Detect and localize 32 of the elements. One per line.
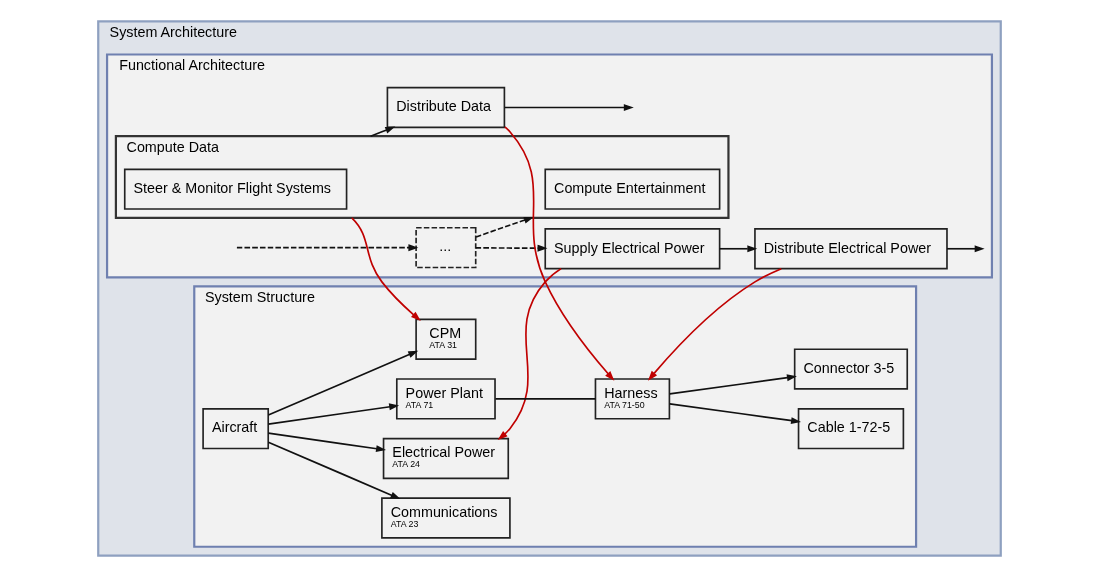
node-box: Compute Entertainment <box>544 168 721 210</box>
node-box: Power Plant ATA 71 <box>395 378 496 420</box>
node-box: Communications ATA 23 <box>381 497 511 539</box>
arrow <box>475 216 534 238</box>
node-box: Steer & Monitor Flight Systems <box>123 168 348 210</box>
node-box: Supply Electrical Power <box>544 228 721 270</box>
connector <box>494 398 597 400</box>
node-box: Cable 1-72-5 <box>797 407 905 450</box>
arrow <box>475 244 548 252</box>
node-box: ... <box>415 226 477 269</box>
node-box: Electrical Power ATA 24 <box>382 437 510 480</box>
arrow <box>267 350 419 416</box>
arrow <box>946 245 985 253</box>
arrow <box>497 267 562 440</box>
arrow <box>647 267 783 381</box>
node-box: Aircraft <box>202 407 270 450</box>
arrow <box>267 441 401 500</box>
arrow <box>718 245 758 253</box>
arrow <box>267 403 400 425</box>
arrow <box>504 104 634 111</box>
arrow <box>267 432 387 453</box>
node-box: Distribute Data <box>386 86 506 129</box>
arrow <box>369 126 396 137</box>
node-box: Harness ATA 71-50 <box>594 378 671 420</box>
arrow <box>668 374 797 395</box>
arrow <box>668 403 802 425</box>
node-box: CPM ATA 31 <box>415 318 477 360</box>
node-box: Connector 3-5 <box>793 348 909 390</box>
arrow <box>236 244 419 252</box>
node-box: Distribute Electrical Power <box>754 228 948 270</box>
arrow <box>350 217 421 321</box>
arrow <box>504 126 615 381</box>
